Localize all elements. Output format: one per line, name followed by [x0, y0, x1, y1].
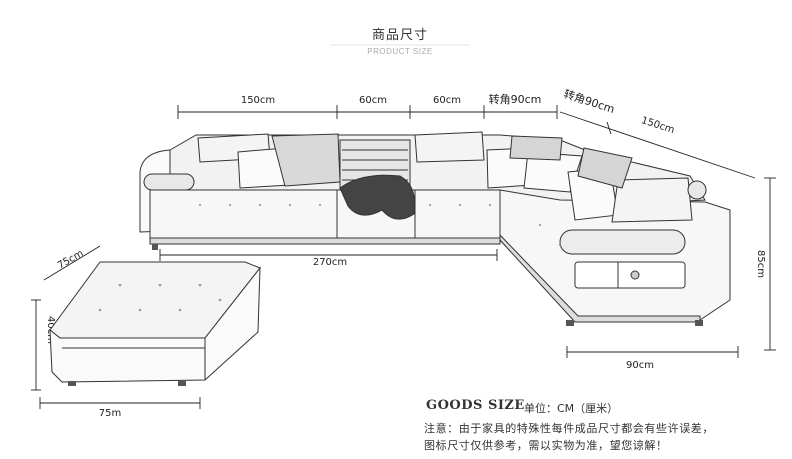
dim-right-150: 150cm	[640, 115, 676, 136]
unit-label: 单位：CM（厘米）	[524, 402, 619, 415]
dim-top-60a: 60cm	[359, 95, 387, 106]
diagonal-dimension-line	[559, 111, 756, 179]
chaise-arm	[559, 229, 686, 255]
dim-depth-85: 85cm	[755, 250, 766, 278]
dim-ottoman-75b: 75m	[99, 408, 121, 419]
pillow	[414, 131, 485, 163]
floral-pillow	[509, 135, 563, 161]
note-line-1: 注意：由于家具的特殊性每件成品尺寸都会有些许误差，	[424, 422, 714, 435]
ottoman-side	[49, 266, 261, 383]
dim-bottom-270: 270cm	[313, 257, 347, 268]
pillow	[523, 151, 583, 193]
pillow	[611, 177, 693, 223]
dim-corner-90b: 转角90cm	[562, 86, 617, 116]
floral-pillow	[271, 133, 341, 187]
sofa-base	[149, 237, 501, 245]
dim-ottoman-75a: 75cm	[56, 248, 86, 272]
ottoman-depth-dimension-line	[43, 245, 101, 281]
storage-drawer	[574, 261, 686, 289]
title-en: PRODUCT SIZE	[367, 47, 433, 56]
arm-roll	[143, 173, 195, 191]
tick	[606, 121, 612, 135]
goods-size-label: GOODS SIZE	[426, 398, 525, 413]
ottoman	[49, 261, 261, 386]
seat-row	[149, 189, 501, 239]
dim-corner-90a: 转角90cm	[489, 92, 542, 106]
title-cn: 商品尺寸	[371, 28, 428, 43]
note-line-2: 图标尺寸仅供参考，需以实物为准，望您谅解！	[424, 439, 668, 452]
throw-blanket	[339, 174, 416, 220]
bolster	[687, 180, 707, 200]
dim-bottom-90: 90cm	[626, 360, 654, 371]
floral-pillow	[577, 147, 633, 189]
sectional-sofa	[139, 131, 731, 326]
dim-top-150: 150cm	[241, 95, 275, 106]
dim-top-60b: 60cm	[433, 95, 461, 106]
